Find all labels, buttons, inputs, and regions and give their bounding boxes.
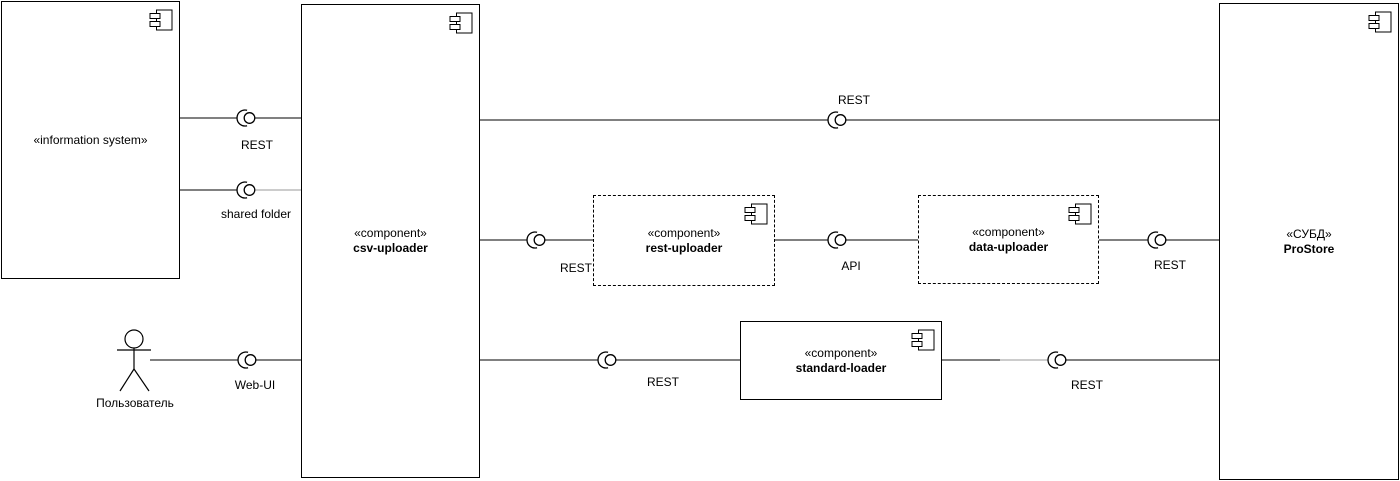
interface-label-web-ui: Web-UI [234, 378, 276, 392]
actor-figure [117, 329, 151, 392]
uml-component-icon [744, 203, 768, 225]
interface-label-shared-folder: shared folder [220, 207, 292, 221]
node-stereotype: «component» [804, 345, 878, 360]
interface-ball-socket-icon [236, 181, 256, 199]
node-stereotype: «component» [354, 226, 427, 240]
actor-head [124, 329, 144, 349]
node-stereotype: «component» [972, 224, 1045, 239]
interface-ball-socket-icon [237, 351, 257, 369]
interface-label-rest: REST [646, 375, 680, 389]
interface-ball-socket-icon [236, 109, 256, 127]
uml-component-icon [1368, 11, 1392, 33]
node-information-system: «information system» [1, 1, 180, 279]
uml-component-icon [1068, 203, 1092, 225]
node-data-uploader: «component» data-uploader [918, 195, 1099, 284]
interface-ball-socket-icon [1147, 231, 1167, 249]
node-stereotype: «component» [647, 225, 721, 240]
node-prostore: «СУБД» ProStore [1219, 3, 1399, 480]
interface-label-rest: REST [559, 261, 593, 275]
node-standard-loader: «component» standard-loader [740, 321, 942, 400]
actor-label: Пользователь [96, 396, 174, 410]
interface-label-rest: REST [240, 138, 274, 152]
node-name: ProStore [1283, 241, 1335, 256]
node-stereotype: «СУБД» [1286, 226, 1332, 241]
node-name: data-uploader [968, 239, 1049, 254]
interface-label-rest: REST [1070, 378, 1104, 392]
interface-ball-socket-icon [1047, 351, 1067, 369]
interface-ball-socket-icon [597, 351, 617, 369]
interface-ball-socket-icon [827, 231, 847, 249]
node-name: csv-uploader [353, 241, 428, 255]
interface-label-rest: REST [1153, 258, 1187, 272]
interface-label-rest: REST [837, 93, 871, 107]
actor-left-leg [119, 368, 135, 392]
node-stereotype: «information system» [33, 132, 148, 147]
uml-component-icon [911, 329, 935, 351]
node-name: standard-loader [795, 360, 887, 375]
node-rest-uploader: «component» rest-uploader [593, 195, 775, 286]
actor-right-leg [133, 368, 150, 392]
node-name: rest-uploader [645, 240, 723, 255]
connector-lines [150, 117, 1219, 361]
interface-ball-socket-icon [827, 111, 847, 129]
interface-ball-socket-icon [526, 231, 546, 249]
uml-component-icon [449, 12, 473, 34]
node-csv-uploader: «component» csv-uploader [301, 4, 480, 478]
uml-component-icon [149, 9, 173, 31]
interface-label-api: API [841, 259, 861, 273]
